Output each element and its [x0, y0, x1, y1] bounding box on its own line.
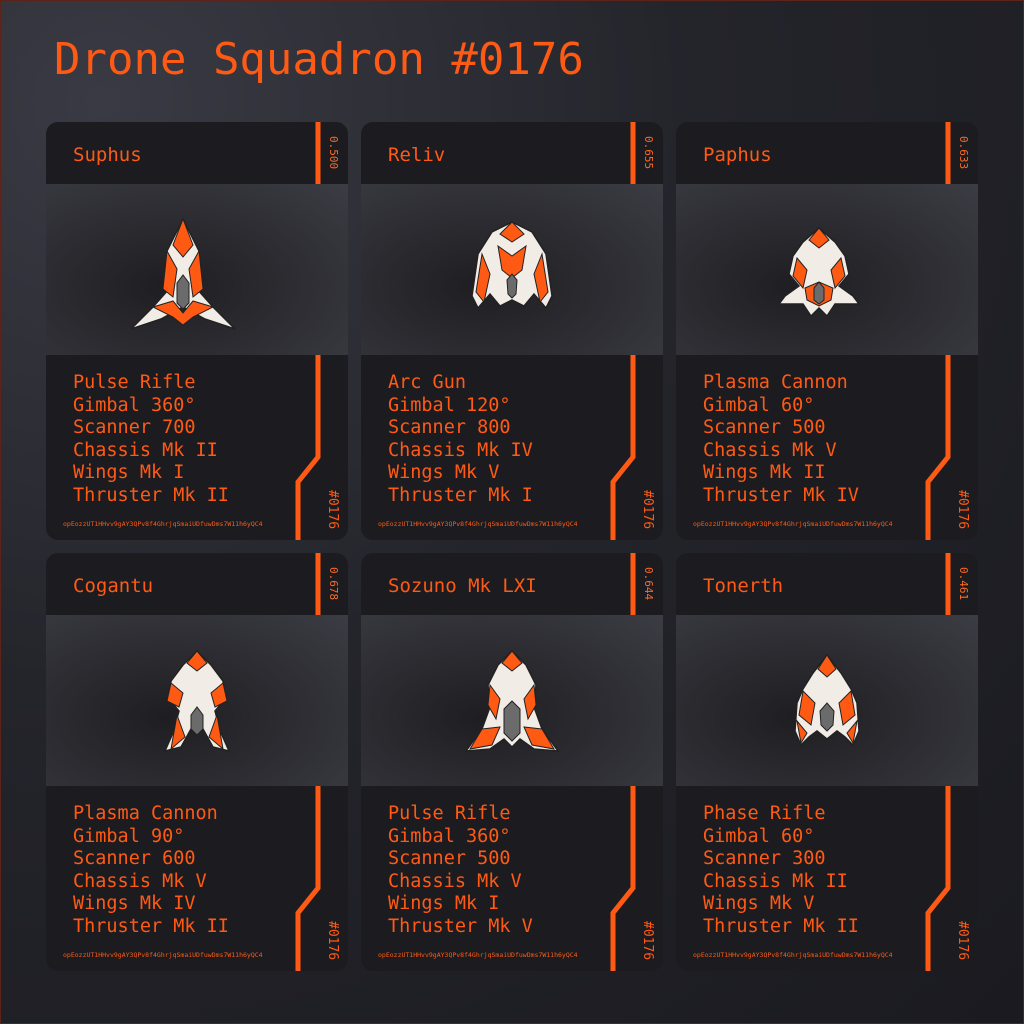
drone-spec-list: Plasma Cannon Gimbal 90° Scanner 600 Cha…: [73, 803, 229, 938]
spec-weapon: Plasma Cannon: [73, 803, 218, 824]
card-accent-lines: [610, 553, 636, 971]
drone-viewport: [46, 184, 348, 355]
drone-viewport: [46, 615, 348, 786]
drone-card[interactable]: Suphus 0.500 Pulse Rifle Gimbal 360° Sca…: [46, 122, 348, 540]
spec-scanner: Scanner 300: [703, 848, 826, 869]
squadron-tag: #0176: [640, 490, 655, 530]
drone-spec-list: Plasma Cannon Gimbal 60° Scanner 500 Cha…: [703, 372, 859, 507]
spec-weapon: Arc Gun: [388, 372, 466, 393]
drone-card[interactable]: Paphus 0.633 Plasma Cannon Gimbal 60° Sc…: [676, 122, 978, 540]
spec-gimbal: Gimbal 120°: [388, 394, 511, 416]
spec-thruster: Thruster Mk I: [388, 484, 533, 506]
drone-card[interactable]: Tonerth 0.461 Phase Rifle Gimbal 60° Sca…: [676, 553, 978, 971]
drone-card[interactable]: Reliv 0.655 Arc Gun Gimbal 120° Scanner …: [361, 122, 663, 540]
squadron-tag: #0176: [955, 921, 970, 961]
drone-ship-icon: [163, 649, 231, 753]
drone-hash: opEozzUT1HHvv9gAY3QPv8f4GhrjqSmaiUDfuwDm…: [693, 520, 893, 528]
card-accent-lines: [295, 122, 321, 540]
drone-hash: opEozzUT1HHvv9gAY3QPv8f4GhrjqSmaiUDfuwDm…: [63, 951, 263, 959]
card-accent-lines: [925, 122, 951, 540]
drone-score: 0.644: [642, 567, 655, 601]
drone-hash: opEozzUT1HHvv9gAY3QPv8f4GhrjqSmaiUDfuwDm…: [378, 951, 578, 959]
spec-weapon: Pulse Rifle: [388, 803, 511, 824]
drone-ship-icon: [471, 221, 553, 310]
drone-name: Suphus: [73, 144, 142, 166]
drone-viewport: [361, 184, 663, 355]
spec-gimbal: Gimbal 60°: [703, 825, 815, 847]
spec-scanner: Scanner 800: [388, 417, 511, 438]
spec-gimbal: Gimbal 360°: [388, 825, 511, 847]
squadron-tag: #0176: [325, 921, 340, 961]
squadron-tag: #0176: [640, 921, 655, 961]
spec-wings: Wings Mk V: [703, 893, 815, 914]
drone-name: Paphus: [703, 144, 772, 166]
drone-name: Tonerth: [703, 575, 784, 597]
drone-spec-list: Pulse Rifle Gimbal 360° Scanner 700 Chas…: [73, 372, 229, 507]
squadron-tag: #0176: [325, 490, 340, 530]
spec-thruster: Thruster Mk V: [388, 915, 533, 937]
spec-chassis: Chassis Mk V: [703, 439, 837, 461]
drone-name: Cogantu: [73, 575, 154, 597]
drone-hash: opEozzUT1HHvv9gAY3QPv8f4GhrjqSmaiUDfuwDm…: [693, 951, 893, 959]
drone-card[interactable]: Sozuno Mk LXI 0.644 Pulse Rifle Gimbal 3…: [361, 553, 663, 971]
spec-scanner: Scanner 700: [73, 417, 196, 438]
spec-thruster: Thruster Mk IV: [703, 484, 859, 506]
spec-chassis: Chassis Mk IV: [388, 439, 533, 461]
drone-ship-icon: [794, 653, 860, 747]
drone-viewport: [361, 615, 663, 786]
drone-card[interactable]: Cogantu 0.678 Plasma Cannon Gimbal 90° S…: [46, 553, 348, 971]
spec-chassis: Chassis Mk V: [388, 870, 522, 892]
spec-wings: Wings Mk II: [703, 462, 826, 483]
spec-thruster: Thruster Mk II: [73, 484, 229, 506]
spec-gimbal: Gimbal 360°: [73, 394, 196, 416]
spec-weapon: Phase Rifle: [703, 803, 826, 824]
drone-hash: opEozzUT1HHvv9gAY3QPv8f4GhrjqSmaiUDfuwDm…: [63, 520, 263, 528]
drone-viewport: [676, 615, 978, 786]
drone-score: 0.461: [957, 567, 970, 601]
spec-scanner: Scanner 500: [388, 848, 511, 869]
drone-ship-icon: [130, 217, 236, 330]
spec-scanner: Scanner 600: [73, 848, 196, 869]
drone-spec-list: Pulse Rifle Gimbal 360° Scanner 500 Chas…: [388, 803, 533, 938]
spec-weapon: Plasma Cannon: [703, 372, 848, 393]
spec-wings: Wings Mk I: [73, 462, 185, 483]
spec-thruster: Thruster Mk II: [73, 915, 229, 937]
drone-ship-icon: [464, 649, 560, 752]
spec-scanner: Scanner 500: [703, 417, 826, 438]
spec-gimbal: Gimbal 90°: [73, 825, 185, 847]
page-title: Drone Squadron #0176: [54, 34, 584, 85]
squadron-tag: #0176: [955, 490, 970, 530]
drone-score: 0.633: [957, 136, 970, 170]
drone-spec-list: Arc Gun Gimbal 120° Scanner 800 Chassis …: [388, 372, 533, 507]
card-accent-lines: [925, 553, 951, 971]
spec-chassis: Chassis Mk II: [73, 439, 218, 461]
card-accent-lines: [610, 122, 636, 540]
drone-score: 0.678: [327, 567, 340, 601]
drone-spec-list: Phase Rifle Gimbal 60° Scanner 300 Chass…: [703, 803, 859, 938]
spec-wings: Wings Mk V: [388, 462, 500, 483]
spec-thruster: Thruster Mk II: [703, 915, 859, 937]
drone-name: Reliv: [388, 144, 446, 166]
spec-gimbal: Gimbal 60°: [703, 394, 815, 416]
spec-wings: Wings Mk I: [388, 893, 500, 914]
spec-chassis: Chassis Mk V: [73, 870, 207, 892]
spec-wings: Wings Mk IV: [73, 893, 196, 914]
drone-ship-icon: [777, 227, 861, 318]
drone-score: 0.655: [642, 136, 655, 170]
card-accent-lines: [295, 553, 321, 971]
drone-viewport: [676, 184, 978, 355]
spec-chassis: Chassis Mk II: [703, 870, 848, 892]
drone-score: 0.500: [327, 136, 340, 170]
drone-name: Sozuno Mk LXI: [388, 575, 537, 597]
drone-hash: opEozzUT1HHvv9gAY3QPv8f4GhrjqSmaiUDfuwDm…: [378, 520, 578, 528]
spec-weapon: Pulse Rifle: [73, 372, 196, 393]
